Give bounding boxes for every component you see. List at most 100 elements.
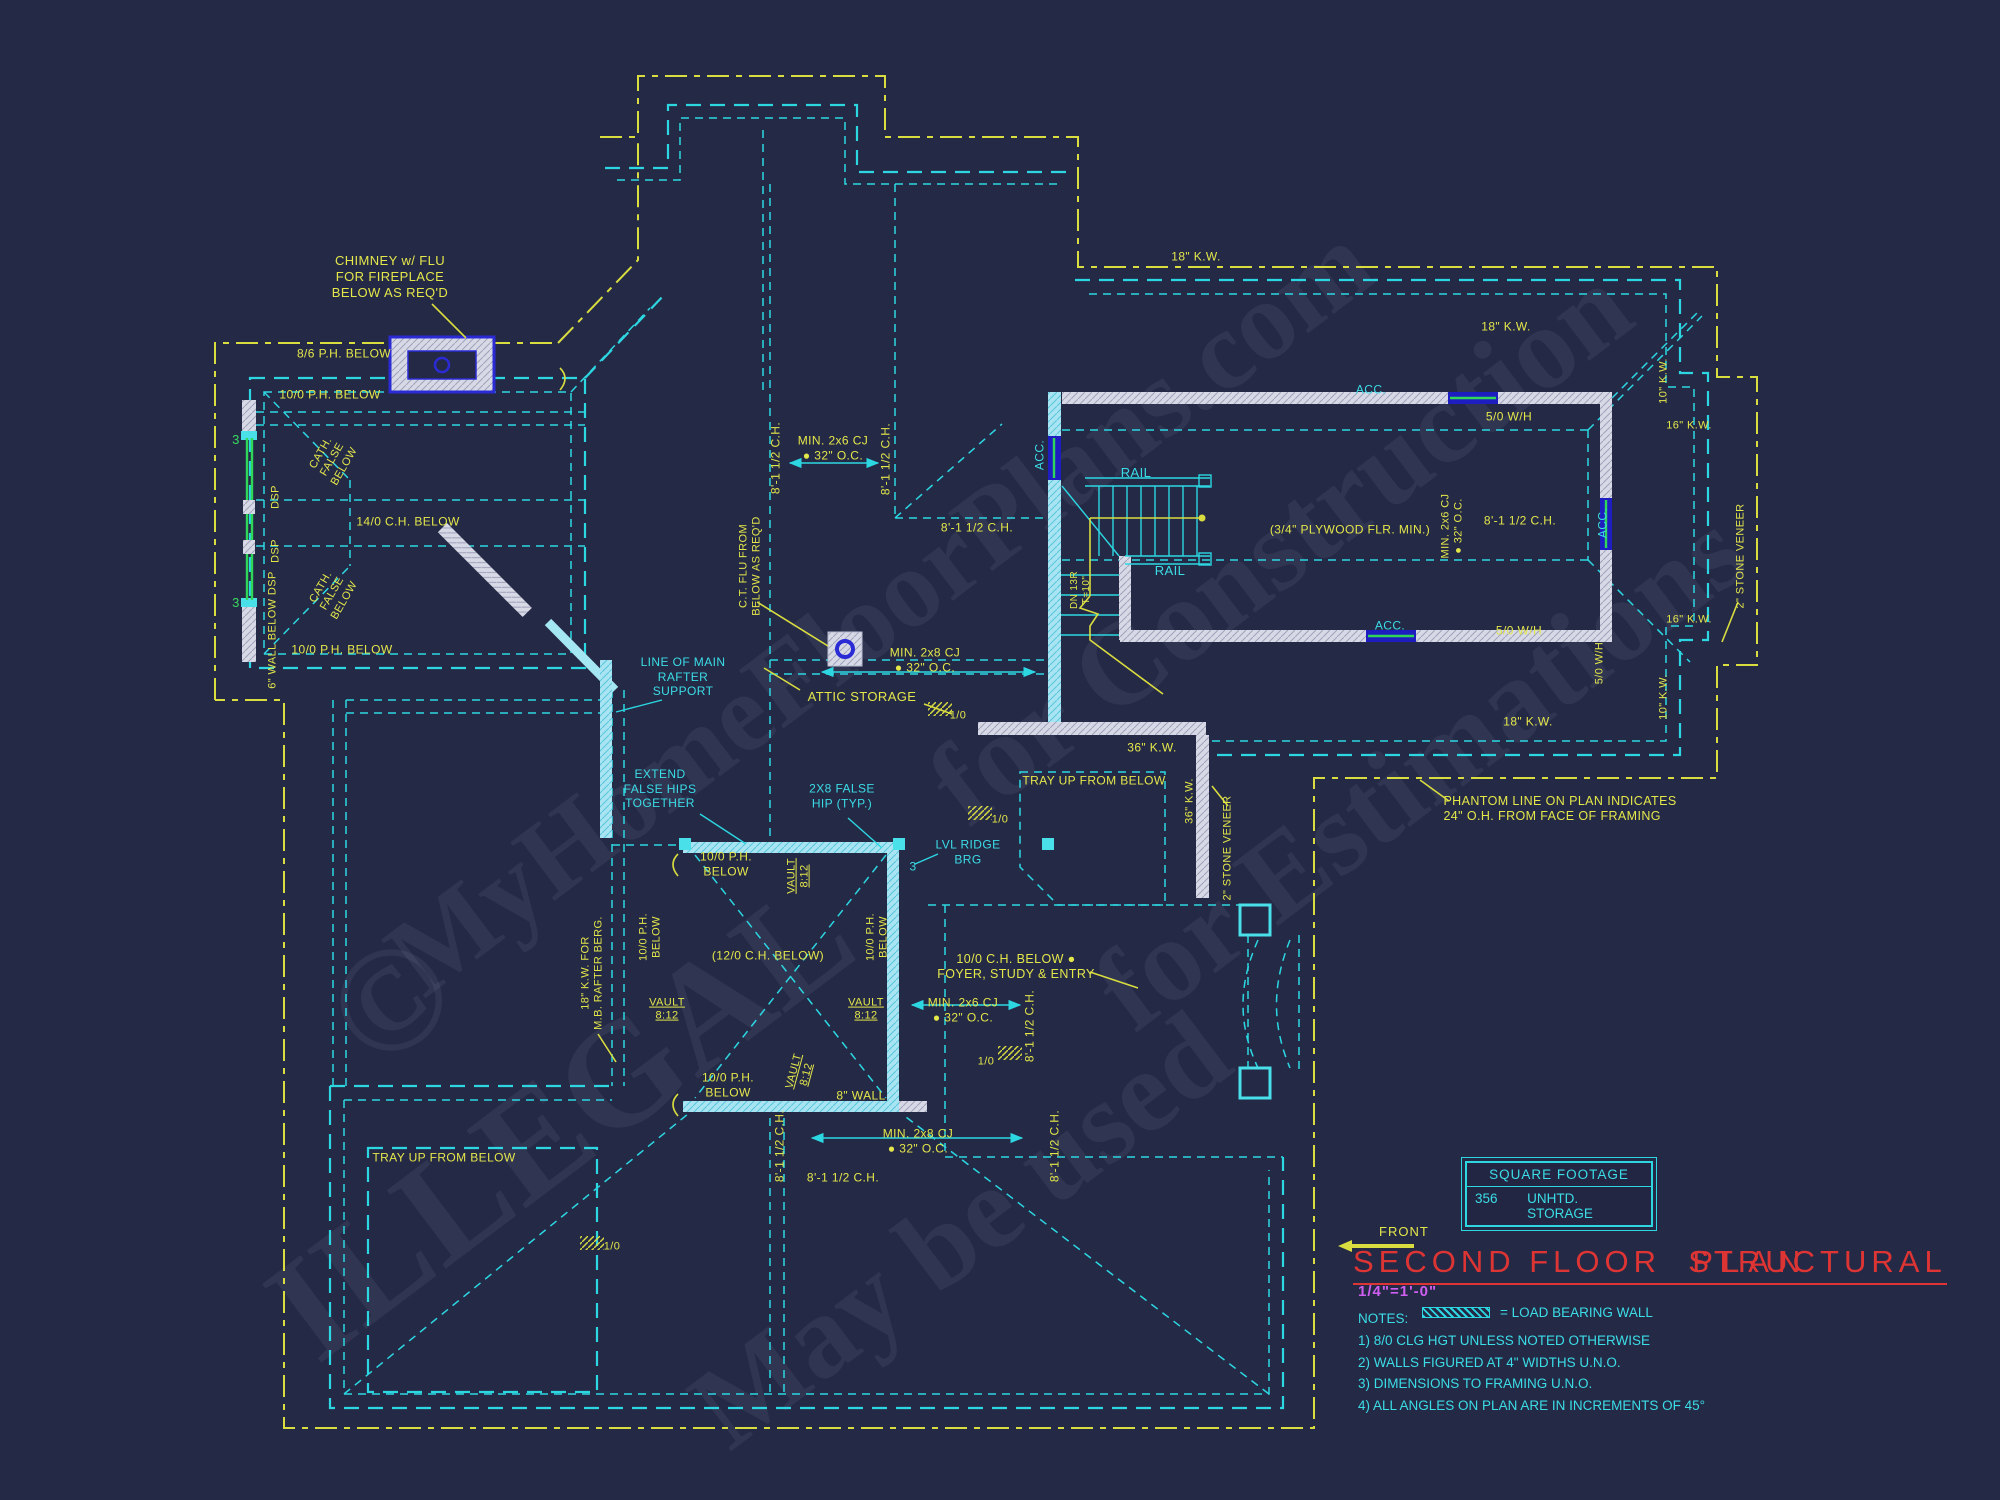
plan-label: DSP xyxy=(269,539,282,563)
attic-storage-label: ATTIC STORAGE xyxy=(807,689,917,705)
plan-label: (12/0 C.H. BELOW) xyxy=(711,948,825,963)
plan-label: 10/0 P.H. BELOW xyxy=(279,387,381,402)
sheet-scale: 1/4"=1'-0" xyxy=(1358,1283,1438,1300)
plan-label: 1/0 xyxy=(991,813,1009,826)
plan-label: 8/6 P.H. BELOW xyxy=(296,346,392,361)
plan-label: 3 xyxy=(909,859,917,874)
plan-label: 16" K.W. xyxy=(1666,613,1712,626)
plan-label: 6" WALL BELOW DSP xyxy=(266,571,279,689)
plan-label: ACC. xyxy=(1032,439,1047,471)
plan-label: 36" K.W. xyxy=(1127,740,1177,755)
plan-label: 1/0 xyxy=(603,1240,621,1253)
plan-label: 5/0 W/H xyxy=(1593,641,1606,685)
plan-label: LINE OF MAIN RAFTER SUPPORT xyxy=(640,655,726,699)
plan-label: 2X8 FALSE HIP (TYP.) xyxy=(809,781,875,810)
plan-label: 2" STONE VENEER xyxy=(1221,795,1234,901)
notes-block: = LOAD BEARING WALL NOTES: 1) 8/0 CLG HG… xyxy=(1358,1300,1705,1417)
note-item: 1) 8/0 CLG HGT UNLESS NOTED OTHERWISE xyxy=(1358,1332,1651,1348)
acc-segments xyxy=(1048,392,1612,642)
plan-label: 8'-1 1/2 C.H. xyxy=(1022,989,1037,1063)
plan-label: (3/4" PLYWOOD FLR. MIN.) xyxy=(1269,522,1431,537)
sheet-title-overlap: PLAN xyxy=(1692,1244,1810,1279)
plan-label: ACC. xyxy=(1595,507,1610,539)
phantom-line-note: PHANTOM LINE ON PLAN INDICATES 24" O.H. … xyxy=(1443,793,1677,823)
plan-label: 1/0 xyxy=(977,1055,995,1068)
plan-label: MIN. 2x6 CJ ● 32" O.C. xyxy=(1439,493,1465,559)
plan-label: 10/0 P.H. BELOW xyxy=(291,642,393,657)
plan-label: VAULT 8:12 xyxy=(848,996,884,1022)
plan-label: VAULT 8:12 xyxy=(785,858,811,894)
plan-label: 8'-1 1/2 C.H. xyxy=(768,421,783,495)
stairs xyxy=(1061,474,1212,695)
phantom-outline xyxy=(214,75,1758,1429)
plan-label: DN 13R T=10" xyxy=(1068,571,1092,609)
bay-window xyxy=(1238,903,1272,1100)
plan-label: C.T. FLU FROM BELOW AS REQ'D xyxy=(737,516,763,616)
plan-label: TRAY UP FROM BELOW xyxy=(372,1150,516,1165)
plan-label: 8'-1 1/2 C.H. xyxy=(878,422,893,496)
plan-label: 18" K.W. xyxy=(1481,319,1531,334)
plan-label: 18" K.W. xyxy=(1503,714,1553,729)
square-footage-value: 356 xyxy=(1475,1191,1498,1206)
plan-label: EXTEND FALSE HIPS TOGETHER xyxy=(623,767,697,811)
plan-label: 14/0 C.H. BELOW xyxy=(356,514,460,529)
notes-list: 1) 8/0 CLG HGT UNLESS NOTED OTHERWISE 2) … xyxy=(1358,1330,1705,1417)
plan-label: 10" K.W. xyxy=(1657,358,1670,404)
front-label: FRONT xyxy=(1379,1224,1429,1239)
plan-label: 10/0 C.H. BELOW ● FOYER, STUDY & ENTRY xyxy=(937,951,1095,981)
plan-label: RAIL xyxy=(1120,465,1152,481)
sheet-title-part2: STRUCTURAL xyxy=(1688,1244,1947,1279)
chimney-note: CHIMNEY w/ FLU FOR FIREPLACE BELOW AS RE… xyxy=(331,253,449,300)
plan-label: ACC. xyxy=(1374,618,1406,633)
plan-label: 5/0 W/H xyxy=(1495,623,1543,638)
structural-walls xyxy=(241,392,1612,1112)
plan-label: 8'-1 1/2 C.H. xyxy=(1483,513,1557,528)
plan-label: 3 xyxy=(232,432,240,448)
plan-label: MIN. 2x6 CJ ● 32" O.C. xyxy=(797,433,869,462)
square-footage-rows: 356 UNHTD. STORAGE xyxy=(1467,1187,1651,1225)
plan-label: MIN. 2x8 CJ ● 32" O.C. xyxy=(889,645,961,674)
plan-label: 10/0 P.H. BELOW xyxy=(637,912,663,962)
note-item: 3) DIMENSIONS TO FRAMING U.N.O. xyxy=(1358,1376,1593,1392)
note-item: 4) ALL ANGLES ON PLAN ARE IN INCREMENTS … xyxy=(1358,1398,1706,1414)
plan-label: DSP xyxy=(269,485,282,509)
plan-label: MIN. 2x6 CJ ● 32" O.C. xyxy=(927,995,999,1024)
hatch-markers xyxy=(580,702,1022,1250)
flu-box xyxy=(827,631,863,667)
plan-label: 18" K.W. xyxy=(1171,249,1221,264)
front-arrow-icon xyxy=(1338,1240,1418,1252)
leader-lines xyxy=(431,303,1739,1117)
plan-label: 16" K.W. xyxy=(1666,419,1712,432)
load-bearing-hatch-icon xyxy=(1422,1307,1490,1319)
square-footage-use: UNHTD. STORAGE xyxy=(1527,1191,1593,1221)
plan-label: 10/0 P.H. BELOW xyxy=(701,1070,755,1099)
plan-label: MIN. 2x8 CJ ● 32" O.C. xyxy=(882,1126,954,1155)
plan-label: 1/0 xyxy=(949,709,967,722)
square-footage-row: 356 UNHTD. STORAGE xyxy=(1467,1187,1651,1225)
plan-label: 36" K.W. xyxy=(1183,778,1196,824)
plan-label: RAIL xyxy=(1154,563,1186,579)
plan-label: 10/0 P.H. BELOW xyxy=(864,912,890,962)
plan-label: 8'-1 1/2 C.H. xyxy=(772,1109,787,1183)
note-item: 2) WALLS FIGURED AT 4" WIDTHS U.N.O. xyxy=(1358,1354,1621,1370)
plan-label: 3 xyxy=(232,595,240,611)
plan-label: 2" STONE VENEER xyxy=(1734,503,1747,609)
plan-label: VAULT 8:12 xyxy=(649,996,685,1022)
square-footage-table: SQUARE FOOTAGE 356 UNHTD. STORAGE xyxy=(1461,1157,1657,1231)
sheet-title-part1: SECOND FLOOR xyxy=(1353,1244,1662,1279)
square-footage-header: SQUARE FOOTAGE xyxy=(1467,1163,1651,1187)
plan-label: 10/0 P.H. BELOW xyxy=(699,849,753,878)
joist-arrows xyxy=(788,457,1037,1144)
plan-label: 5/0 W/H xyxy=(1485,409,1533,424)
sheet-title: SECOND FLOOR STRUCTURAL PLAN xyxy=(1353,1244,1947,1285)
plan-label: 8'-1 1/2 C.H. xyxy=(806,1170,880,1185)
plan-label: 8'-1 1/2 C.H. xyxy=(1047,1109,1062,1183)
plan-label: 18" K.W. FOR M.B. RAFTER BERG. xyxy=(579,916,605,1030)
plan-label: ACC. xyxy=(1355,382,1387,397)
plan-label: 10" K.W. xyxy=(1657,674,1670,720)
load-bearing-legend: = LOAD BEARING WALL xyxy=(1500,1305,1653,1320)
chimney xyxy=(388,335,496,394)
plan-label: 8'-1 1/2 C.H. xyxy=(940,520,1014,535)
